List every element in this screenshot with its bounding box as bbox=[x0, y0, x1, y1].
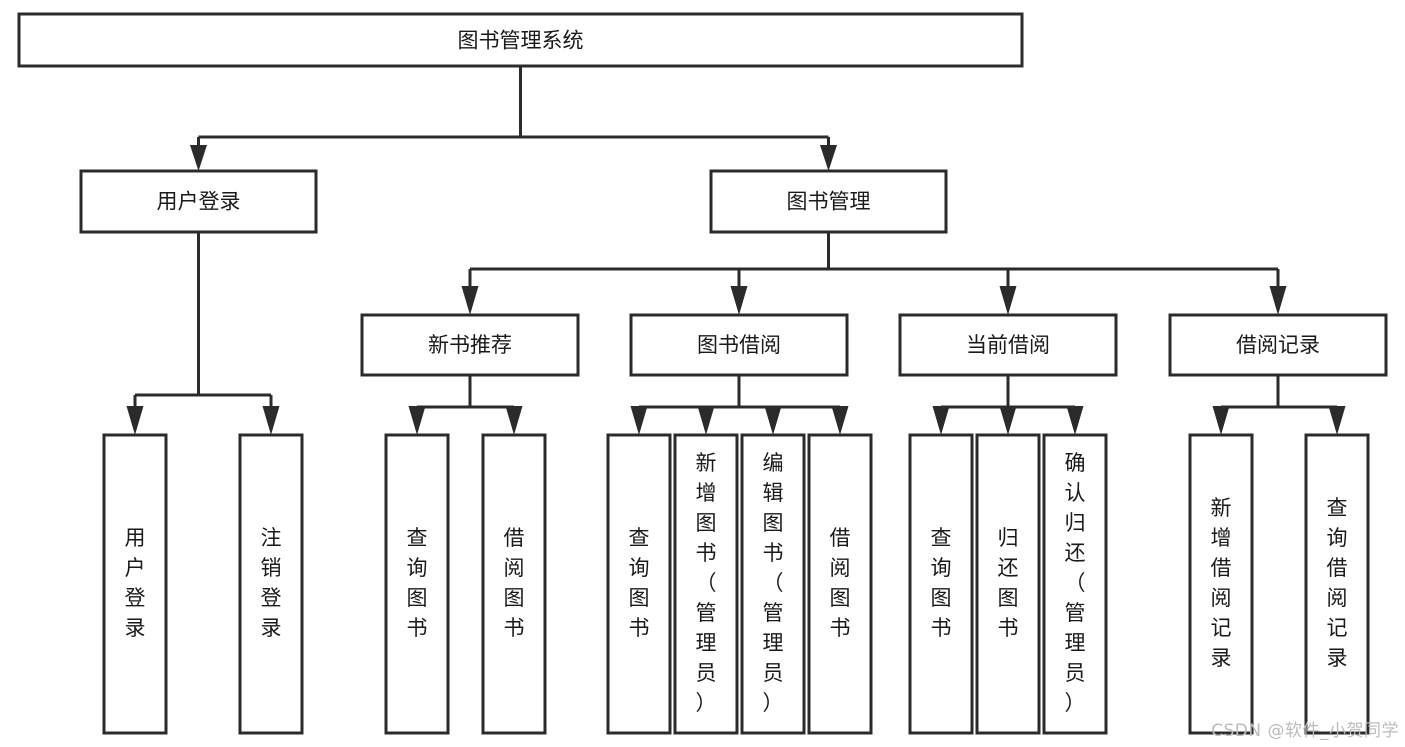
node-user-login-box[interactable] bbox=[79, 169, 318, 234]
node-borrow-record[interactable]: 借阅记录 bbox=[1168, 313, 1388, 377]
leaf-confirm-return-label: 确认归还（管理员） bbox=[1065, 451, 1086, 715]
arrowhead-leaf-a2 bbox=[262, 406, 280, 435]
arrowhead-leaf-c1 bbox=[630, 406, 648, 435]
leaf-query-record-box[interactable] bbox=[1304, 433, 1370, 735]
arrowhead-leaf-e2 bbox=[1328, 406, 1346, 435]
node-current-borrow-box[interactable] bbox=[898, 313, 1118, 377]
leaf-query-book-d1-label: 查询图书 bbox=[931, 526, 952, 640]
leaf-borrow-book-b2-label: 借阅图书 bbox=[504, 526, 525, 640]
leaf-node[interactable]: 编辑图书（管理员） bbox=[740, 433, 806, 735]
leaf-node[interactable]: 借阅图书 bbox=[807, 433, 873, 735]
leaf-borrow-book-c4-label: 借阅图书 bbox=[830, 526, 851, 640]
leaf-query-book-b1-box[interactable] bbox=[384, 433, 450, 735]
arrowhead-book-mgmt bbox=[820, 145, 837, 171]
arrowhead-current-borrow bbox=[999, 286, 1017, 315]
leaf-node[interactable]: 新增借阅记录 bbox=[1188, 433, 1254, 735]
leaf-node[interactable]: 确认归还（管理员） bbox=[1042, 433, 1108, 735]
leaf-add-record-label: 新增借阅记录 bbox=[1211, 496, 1232, 670]
node-user-login-label: 用户登录 bbox=[157, 190, 241, 214]
arrowhead-leaf-b1 bbox=[408, 406, 426, 435]
arrowhead-borrow-record bbox=[1269, 286, 1287, 315]
arrowhead-leaf-e1 bbox=[1212, 406, 1230, 435]
node-user-login[interactable]: 用户登录 bbox=[79, 169, 318, 234]
leaf-query-record-label: 查询借阅记录 bbox=[1327, 496, 1348, 670]
arrowhead-leaf-c4 bbox=[831, 406, 849, 435]
leaf-node[interactable]: 新增图书（管理员） bbox=[673, 433, 739, 735]
arrowhead-book-borrow bbox=[730, 286, 748, 315]
leaf-return-book-box[interactable] bbox=[975, 433, 1041, 735]
leaf-add-record-box[interactable] bbox=[1188, 433, 1254, 735]
node-new-book-recommend[interactable]: 新书推荐 bbox=[360, 313, 580, 377]
leaf-node[interactable]: 借阅图书 bbox=[481, 433, 547, 735]
arrowhead-leaf-d2 bbox=[999, 406, 1017, 435]
connector-layer bbox=[126, 66, 1346, 435]
node-book-management-box[interactable] bbox=[709, 169, 948, 234]
arrowhead-leaf-b2 bbox=[505, 406, 523, 435]
node-root-label: 图书管理系统 bbox=[458, 29, 584, 53]
arrowhead-leaf-c3 bbox=[764, 406, 782, 435]
arrowhead-user-login bbox=[190, 145, 207, 171]
leaf-node[interactable]: 注销登录 bbox=[238, 433, 304, 735]
leaf-query-book-b1-label: 查询图书 bbox=[407, 526, 428, 640]
node-new-book-recommend-box[interactable] bbox=[360, 313, 580, 377]
arrowhead-leaf-d3 bbox=[1066, 406, 1084, 435]
arrowhead-leaf-c2 bbox=[697, 406, 715, 435]
leaf-query-book-d1-box[interactable] bbox=[908, 433, 974, 735]
node-current-borrow[interactable]: 当前借阅 bbox=[898, 313, 1118, 377]
leaf-edit-book-label: 编辑图书（管理员） bbox=[763, 451, 784, 715]
node-current-borrow-label: 当前借阅 bbox=[966, 333, 1050, 357]
node-borrow-record-label: 借阅记录 bbox=[1236, 333, 1320, 357]
leaf-add-book-box[interactable] bbox=[673, 433, 739, 735]
node-root-box[interactable] bbox=[17, 12, 1024, 68]
leaf-query-book-c1-box[interactable] bbox=[606, 433, 672, 735]
leaf-node[interactable]: 查询图书 bbox=[384, 433, 450, 735]
leaf-user-login-label: 用户登录 bbox=[125, 526, 146, 640]
leaf-borrow-book-b2-box[interactable] bbox=[481, 433, 547, 735]
leaf-node[interactable]: 归还图书 bbox=[975, 433, 1041, 735]
arrowhead-leaf-d1 bbox=[932, 406, 950, 435]
leaf-query-book-c1-label: 查询图书 bbox=[629, 526, 650, 640]
leaf-borrow-book-c4-box[interactable] bbox=[807, 433, 873, 735]
leaf-node[interactable]: 查询图书 bbox=[606, 433, 672, 735]
node-book-borrow[interactable]: 图书借阅 bbox=[629, 313, 849, 377]
leaf-return-book-label: 归还图书 bbox=[998, 526, 1019, 640]
leaf-logout-box[interactable] bbox=[238, 433, 304, 735]
arrowhead-leaf-a1 bbox=[126, 406, 144, 435]
leaf-confirm-return-box[interactable] bbox=[1042, 433, 1108, 735]
leaf-node[interactable]: 查询图书 bbox=[908, 433, 974, 735]
leaf-user-login-box[interactable] bbox=[102, 433, 168, 735]
leaf-logout-label: 注销登录 bbox=[261, 526, 282, 640]
node-book-borrow-box[interactable] bbox=[629, 313, 849, 377]
node-root[interactable]: 图书管理系统 bbox=[17, 12, 1024, 68]
node-book-borrow-label: 图书借阅 bbox=[697, 333, 781, 357]
leaf-node[interactable]: 查询借阅记录 bbox=[1304, 433, 1370, 735]
node-book-management-label: 图书管理 bbox=[787, 190, 871, 214]
arrowhead-new-book bbox=[461, 286, 479, 315]
leaf-edit-book-box[interactable] bbox=[740, 433, 806, 735]
node-book-management[interactable]: 图书管理 bbox=[709, 169, 948, 234]
leaf-add-book-label: 新增图书（管理员） bbox=[696, 451, 717, 715]
node-new-book-recommend-label: 新书推荐 bbox=[428, 333, 512, 357]
node-borrow-record-box[interactable] bbox=[1168, 313, 1388, 377]
leaf-node[interactable]: 用户登录 bbox=[102, 433, 168, 735]
